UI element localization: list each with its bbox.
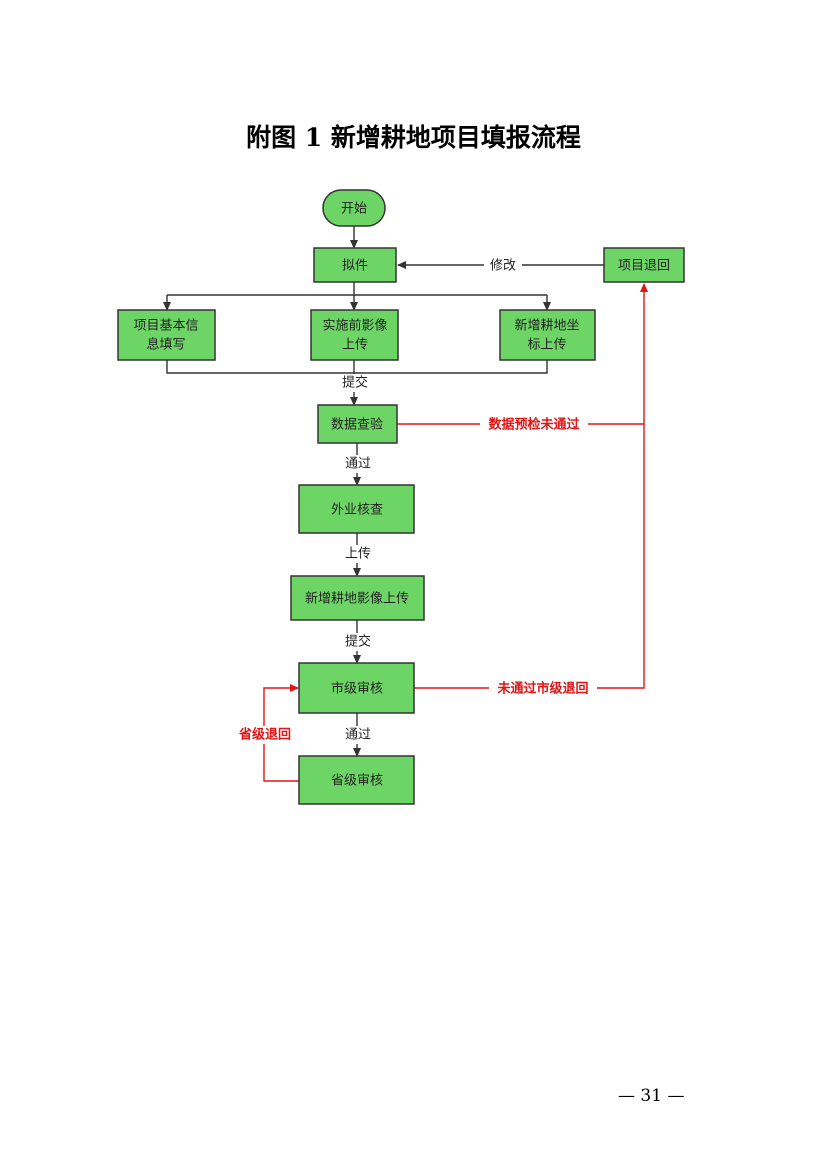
label-modify: 修改 <box>490 259 516 274</box>
node-project-return: 项目退回 <box>603 247 685 283</box>
label-city-fail: 未通过市级退回 <box>496 681 588 697</box>
svg-text:新增耕地坐: 新增耕地坐 <box>514 318 579 334</box>
svg-text:息填写: 息填写 <box>146 337 185 353</box>
svg-text:项目退回: 项目退回 <box>618 259 670 274</box>
label-data-fail: 数据预检未通过 <box>488 417 579 433</box>
label-pass-1: 通过 <box>345 457 371 472</box>
node-draft: 拟件 <box>313 247 397 283</box>
svg-text:市级审核: 市级审核 <box>331 681 383 697</box>
svg-text:外业核查: 外业核查 <box>331 503 383 518</box>
label-submit-2: 提交 <box>345 634 371 650</box>
label-pass-2: 通过 <box>345 728 371 743</box>
label-submit-1: 提交 <box>342 375 368 391</box>
node-coords: 新增耕地坐 标上传 <box>499 309 596 361</box>
svg-text:省级审核: 省级审核 <box>331 774 383 789</box>
svg-text:项目基本信: 项目基本信 <box>133 319 198 334</box>
node-province-review: 省级审核 <box>298 755 415 805</box>
svg-text:拟件: 拟件 <box>342 259 368 274</box>
svg-text:数据查验: 数据查验 <box>331 417 383 433</box>
node-image-upload: 新增耕地影像上传 <box>290 575 425 621</box>
svg-text:上传: 上传 <box>342 338 368 353</box>
svg-text:实施前影像: 实施前影像 <box>322 318 387 334</box>
node-city-review: 市级审核 <box>298 662 415 714</box>
label-province-return: 省级退回 <box>238 727 291 743</box>
svg-text:开始: 开始 <box>341 202 367 217</box>
svg-text:标上传: 标上传 <box>527 338 566 353</box>
svg-text:新增耕地影像上传: 新增耕地影像上传 <box>305 591 409 607</box>
node-data-check: 数据查验 <box>317 404 398 444</box>
node-field-check: 外业核查 <box>298 484 415 534</box>
node-start: 开始 <box>322 189 386 227</box>
node-pre-image: 实施前影像 上传 <box>310 309 399 361</box>
label-upload: 上传 <box>345 547 371 562</box>
node-basic-info: 项目基本信 息填写 <box>117 309 216 361</box>
page-number: — 31 — <box>618 1086 685 1106</box>
page-title: 附图 1 新增耕地项目填报流程 <box>246 123 581 152</box>
edge-merge-bar <box>166 360 548 374</box>
edge-labels: 修改 提交 数据预检未通过 通过 上传 提交 未通过市级退回 通过 省级退回 <box>234 256 597 744</box>
